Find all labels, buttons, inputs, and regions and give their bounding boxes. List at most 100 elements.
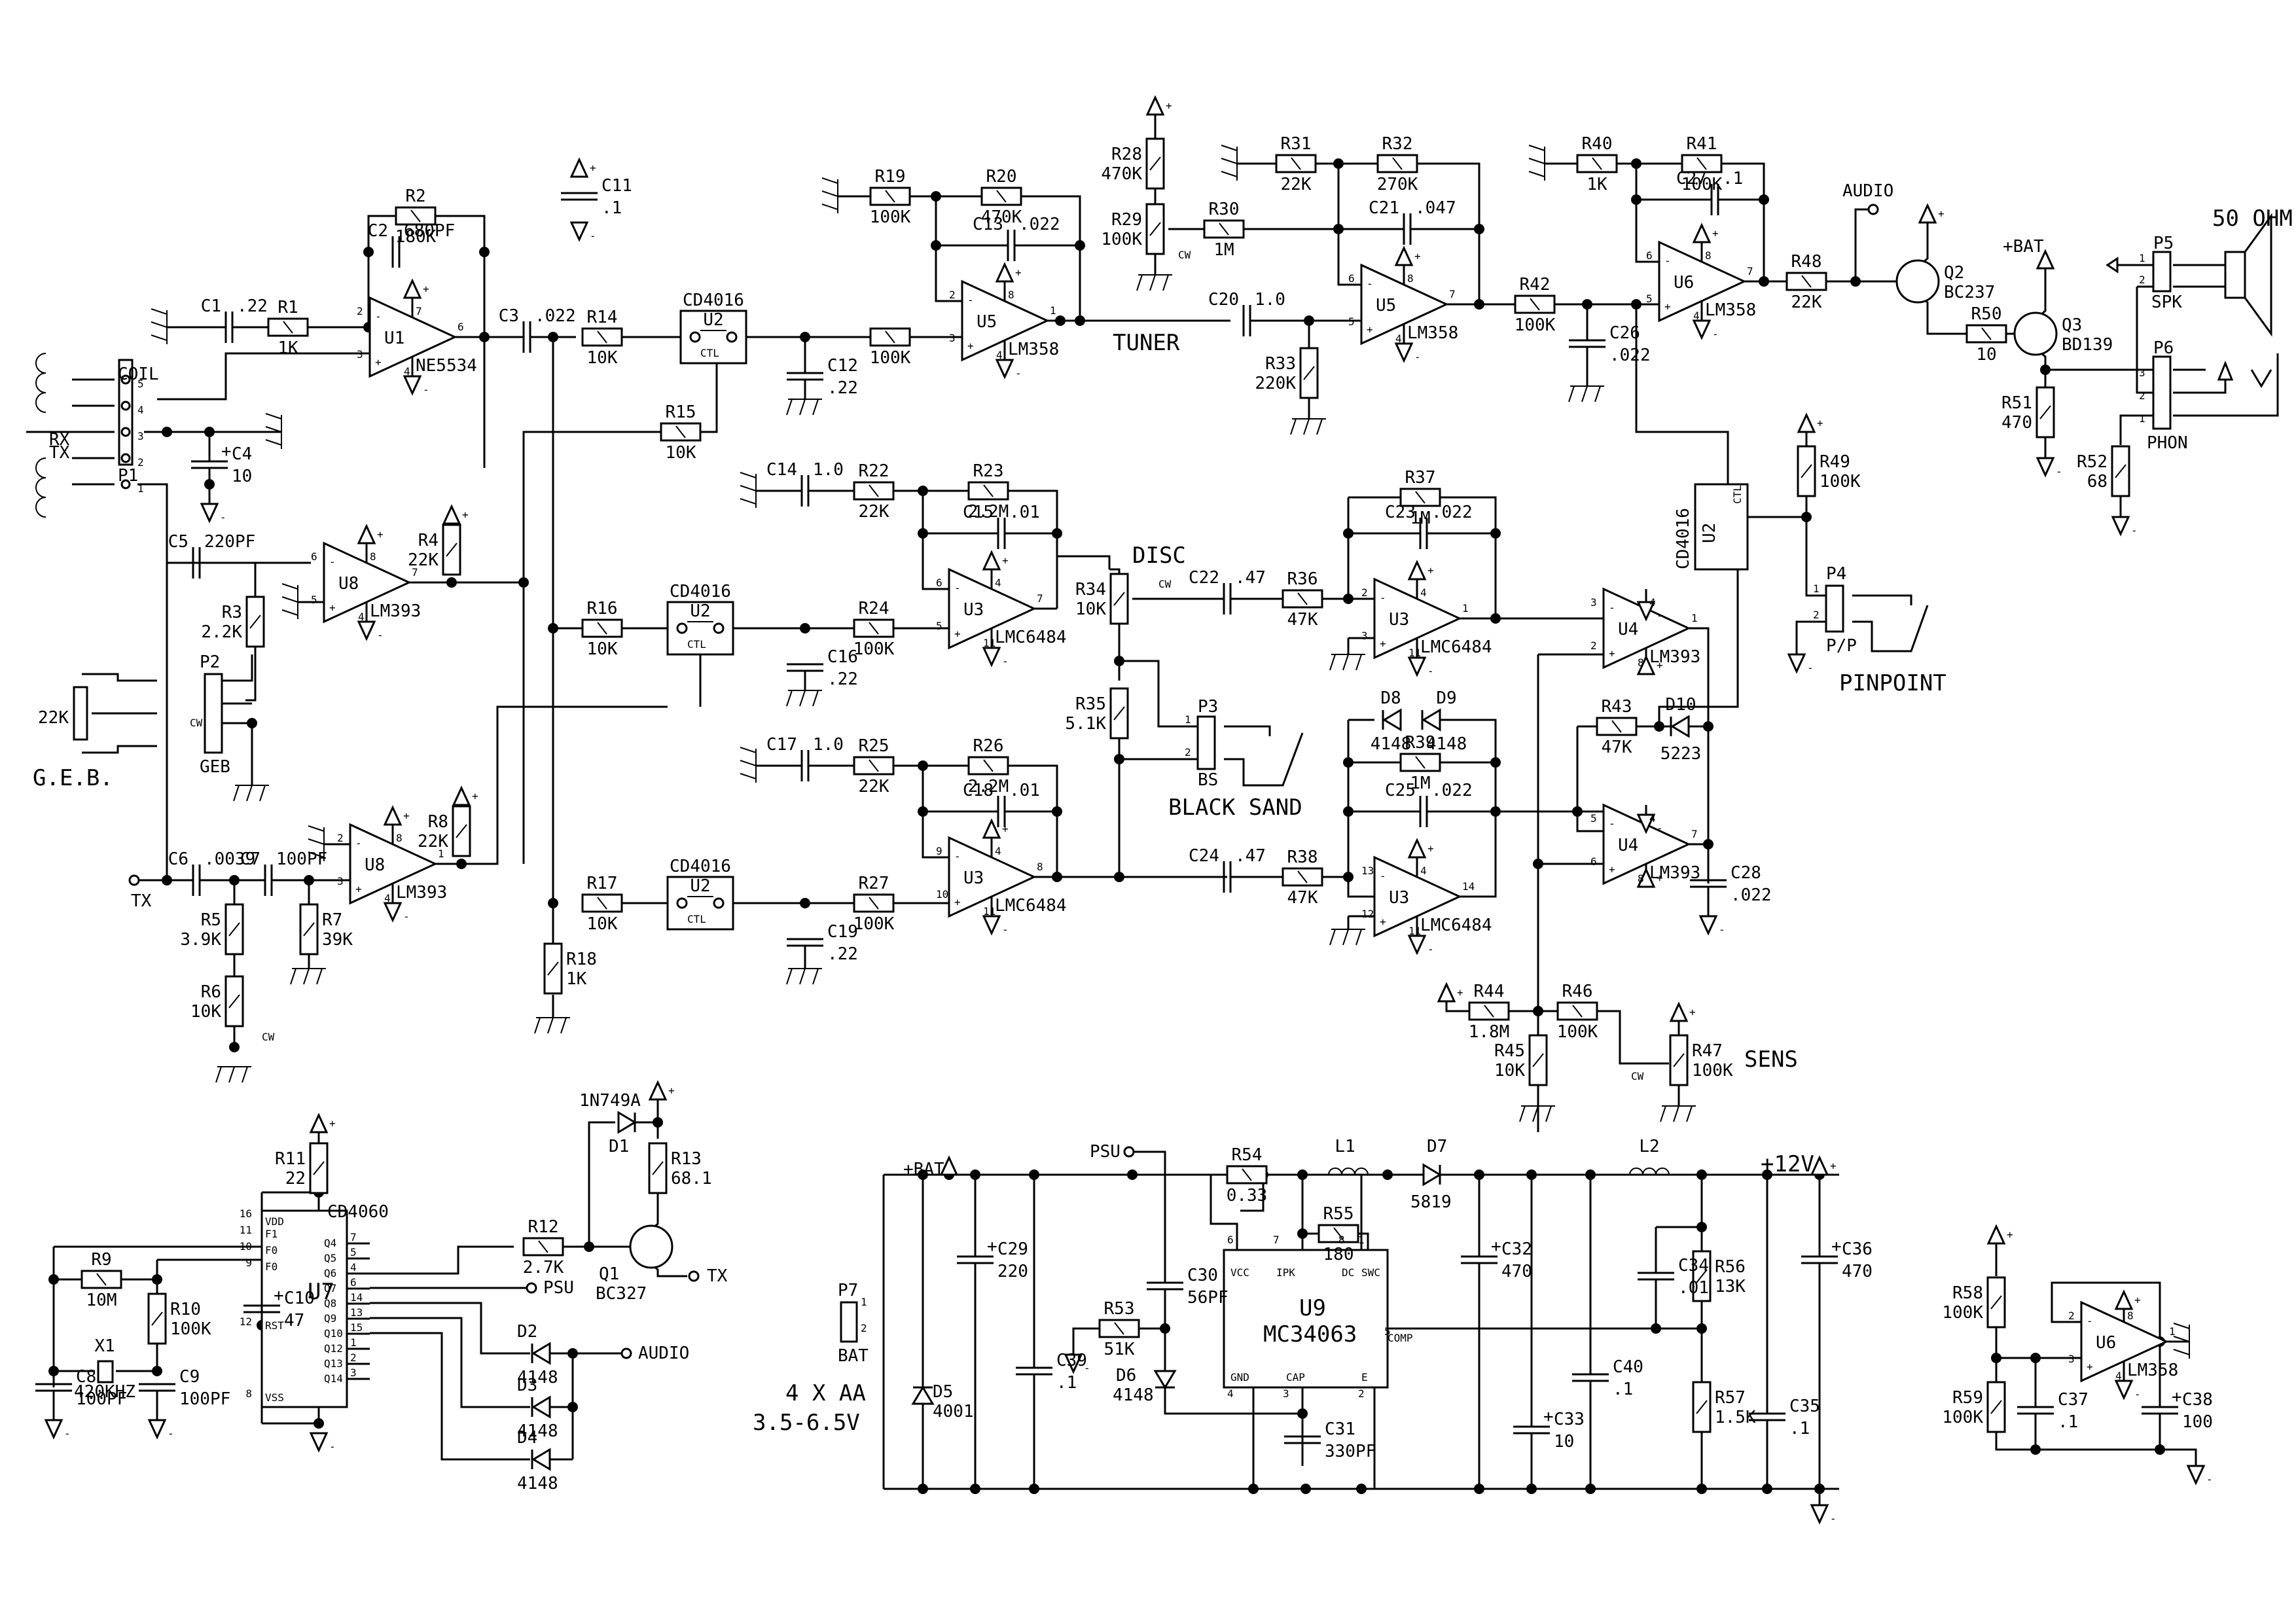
pin-number: 5 (1384, 1325, 1391, 1338)
wire (1240, 1175, 1265, 1212)
coil-rx-label: RX (49, 430, 70, 450)
resistor-ref: R38 (1287, 847, 1318, 867)
wire (2250, 369, 2272, 388)
plus-input: + (1609, 647, 1615, 660)
inductor-l2-icon (1642, 1168, 1657, 1175)
resistor-mark (1981, 327, 1992, 340)
supply-sign: - (64, 1427, 71, 1440)
pinpoint-connector-p4 (1825, 584, 1844, 633)
pin-name: Q10 (324, 1327, 343, 1340)
capacitor-ref: C35 (1789, 1397, 1820, 1416)
psu-terminal (1123, 1146, 1135, 1158)
pin-number: 11 (1408, 925, 1421, 937)
supply-sign: + (668, 1084, 675, 1097)
junction-dot (1052, 806, 1062, 817)
resistor-value: 22K (418, 832, 448, 851)
ground-icon (812, 968, 819, 985)
ground-icon (151, 308, 168, 315)
geb-pot (73, 686, 88, 741)
ground-icon (1686, 1105, 1693, 1122)
resistor-mark (303, 922, 315, 936)
speaker-connector-p5 (2152, 251, 2172, 293)
battery-connector-p7 (840, 1301, 858, 1343)
minus-input: - (1609, 817, 1615, 830)
pin-number: 1 (1358, 1234, 1365, 1246)
supply-sign: - (329, 1440, 336, 1453)
resistor-mark (96, 1273, 107, 1286)
resistor-mark (1801, 275, 1812, 288)
resistor-mark (652, 1161, 664, 1175)
wire (1689, 627, 1710, 883)
opamp-u8b (349, 823, 438, 905)
resistor-value: 100K (1820, 472, 1861, 491)
ground-icon (308, 851, 325, 858)
supply-sign: + (1712, 227, 1719, 240)
junction-dot (1474, 224, 1484, 234)
wire (370, 1332, 530, 1461)
phone-connector-p6 (2152, 355, 2172, 430)
resistor-ref: R49 (1820, 452, 1850, 472)
wire (1347, 497, 1374, 600)
pin-number: 4 (1693, 310, 1700, 322)
supply-sign: + (1830, 1160, 1837, 1172)
resistor-mark (885, 190, 895, 203)
connector-name: BS (1198, 770, 1218, 790)
resistor-value: 68 (2087, 472, 2108, 491)
resistor-mark (1303, 366, 1315, 380)
tx-label: TX (707, 1266, 728, 1286)
speaker-cone-icon (2244, 213, 2272, 337)
ground-icon (1673, 1105, 1679, 1122)
connector-name: GEB (200, 757, 230, 777)
resistor-mark (1415, 756, 1426, 769)
pin-number: 2 (337, 832, 344, 844)
resistor-mark (249, 615, 261, 629)
supply-sign: - (1084, 1362, 1090, 1374)
pin-name: F1 (265, 1228, 278, 1240)
ground-icon (1581, 385, 1588, 402)
resistor-ref: R36 (1287, 569, 1318, 589)
capacitor-ref: C3 (499, 306, 519, 326)
phone-jack-icon (2217, 360, 2234, 381)
ground-icon (740, 485, 757, 491)
pin-name: COMP (1388, 1332, 1413, 1344)
pin-number: 2 (949, 289, 956, 301)
ground-icon (2173, 1323, 2190, 1329)
wire (137, 483, 168, 877)
ground-icon (1532, 1105, 1539, 1122)
capacitor-ref: C16 (827, 647, 858, 667)
speaker-icon (2224, 251, 2246, 299)
ground-icon (812, 690, 819, 707)
pin-number: 2 (1813, 609, 1820, 621)
wire (223, 654, 253, 682)
pin-number: 6 (1646, 249, 1653, 262)
pin-number: 4 (1395, 332, 1402, 345)
zener-d1 (617, 1111, 637, 1134)
capacitor-ref: C9 (179, 1367, 200, 1387)
capacitor-value: .022 (1019, 215, 1060, 234)
coil-winding-icon (35, 372, 46, 393)
supply-minus-icon (1407, 935, 1427, 955)
ground-icon (1316, 418, 1323, 435)
supply-sign: + (1457, 986, 1463, 999)
polarity-plus: + (274, 1286, 284, 1306)
resistor (1692, 1381, 1712, 1433)
pin-number: 3 (137, 430, 144, 442)
opamp-u3a (948, 567, 1037, 650)
ground-icon (1594, 385, 1601, 402)
minus-input: - (1664, 255, 1671, 267)
pin-number: 3 (337, 875, 344, 887)
pin-number: 7 (416, 305, 422, 317)
pin-number: 4 (1649, 812, 1656, 825)
supply-plus-icon (1145, 95, 1165, 116)
supply-minus-icon (2111, 516, 2130, 537)
capacitor-ref: C4 (232, 444, 252, 464)
resistor-mark (446, 543, 457, 557)
supply-plus-icon (2114, 1289, 2134, 1310)
wire (922, 766, 949, 859)
polarity-plus: + (987, 1237, 997, 1257)
ground-icon (151, 334, 168, 341)
supply-plus-icon (403, 278, 422, 299)
pin-number: 1 (2139, 252, 2145, 264)
supply-minus-icon (309, 1432, 329, 1453)
capacitor-ref: C39 (1056, 1351, 1087, 1370)
